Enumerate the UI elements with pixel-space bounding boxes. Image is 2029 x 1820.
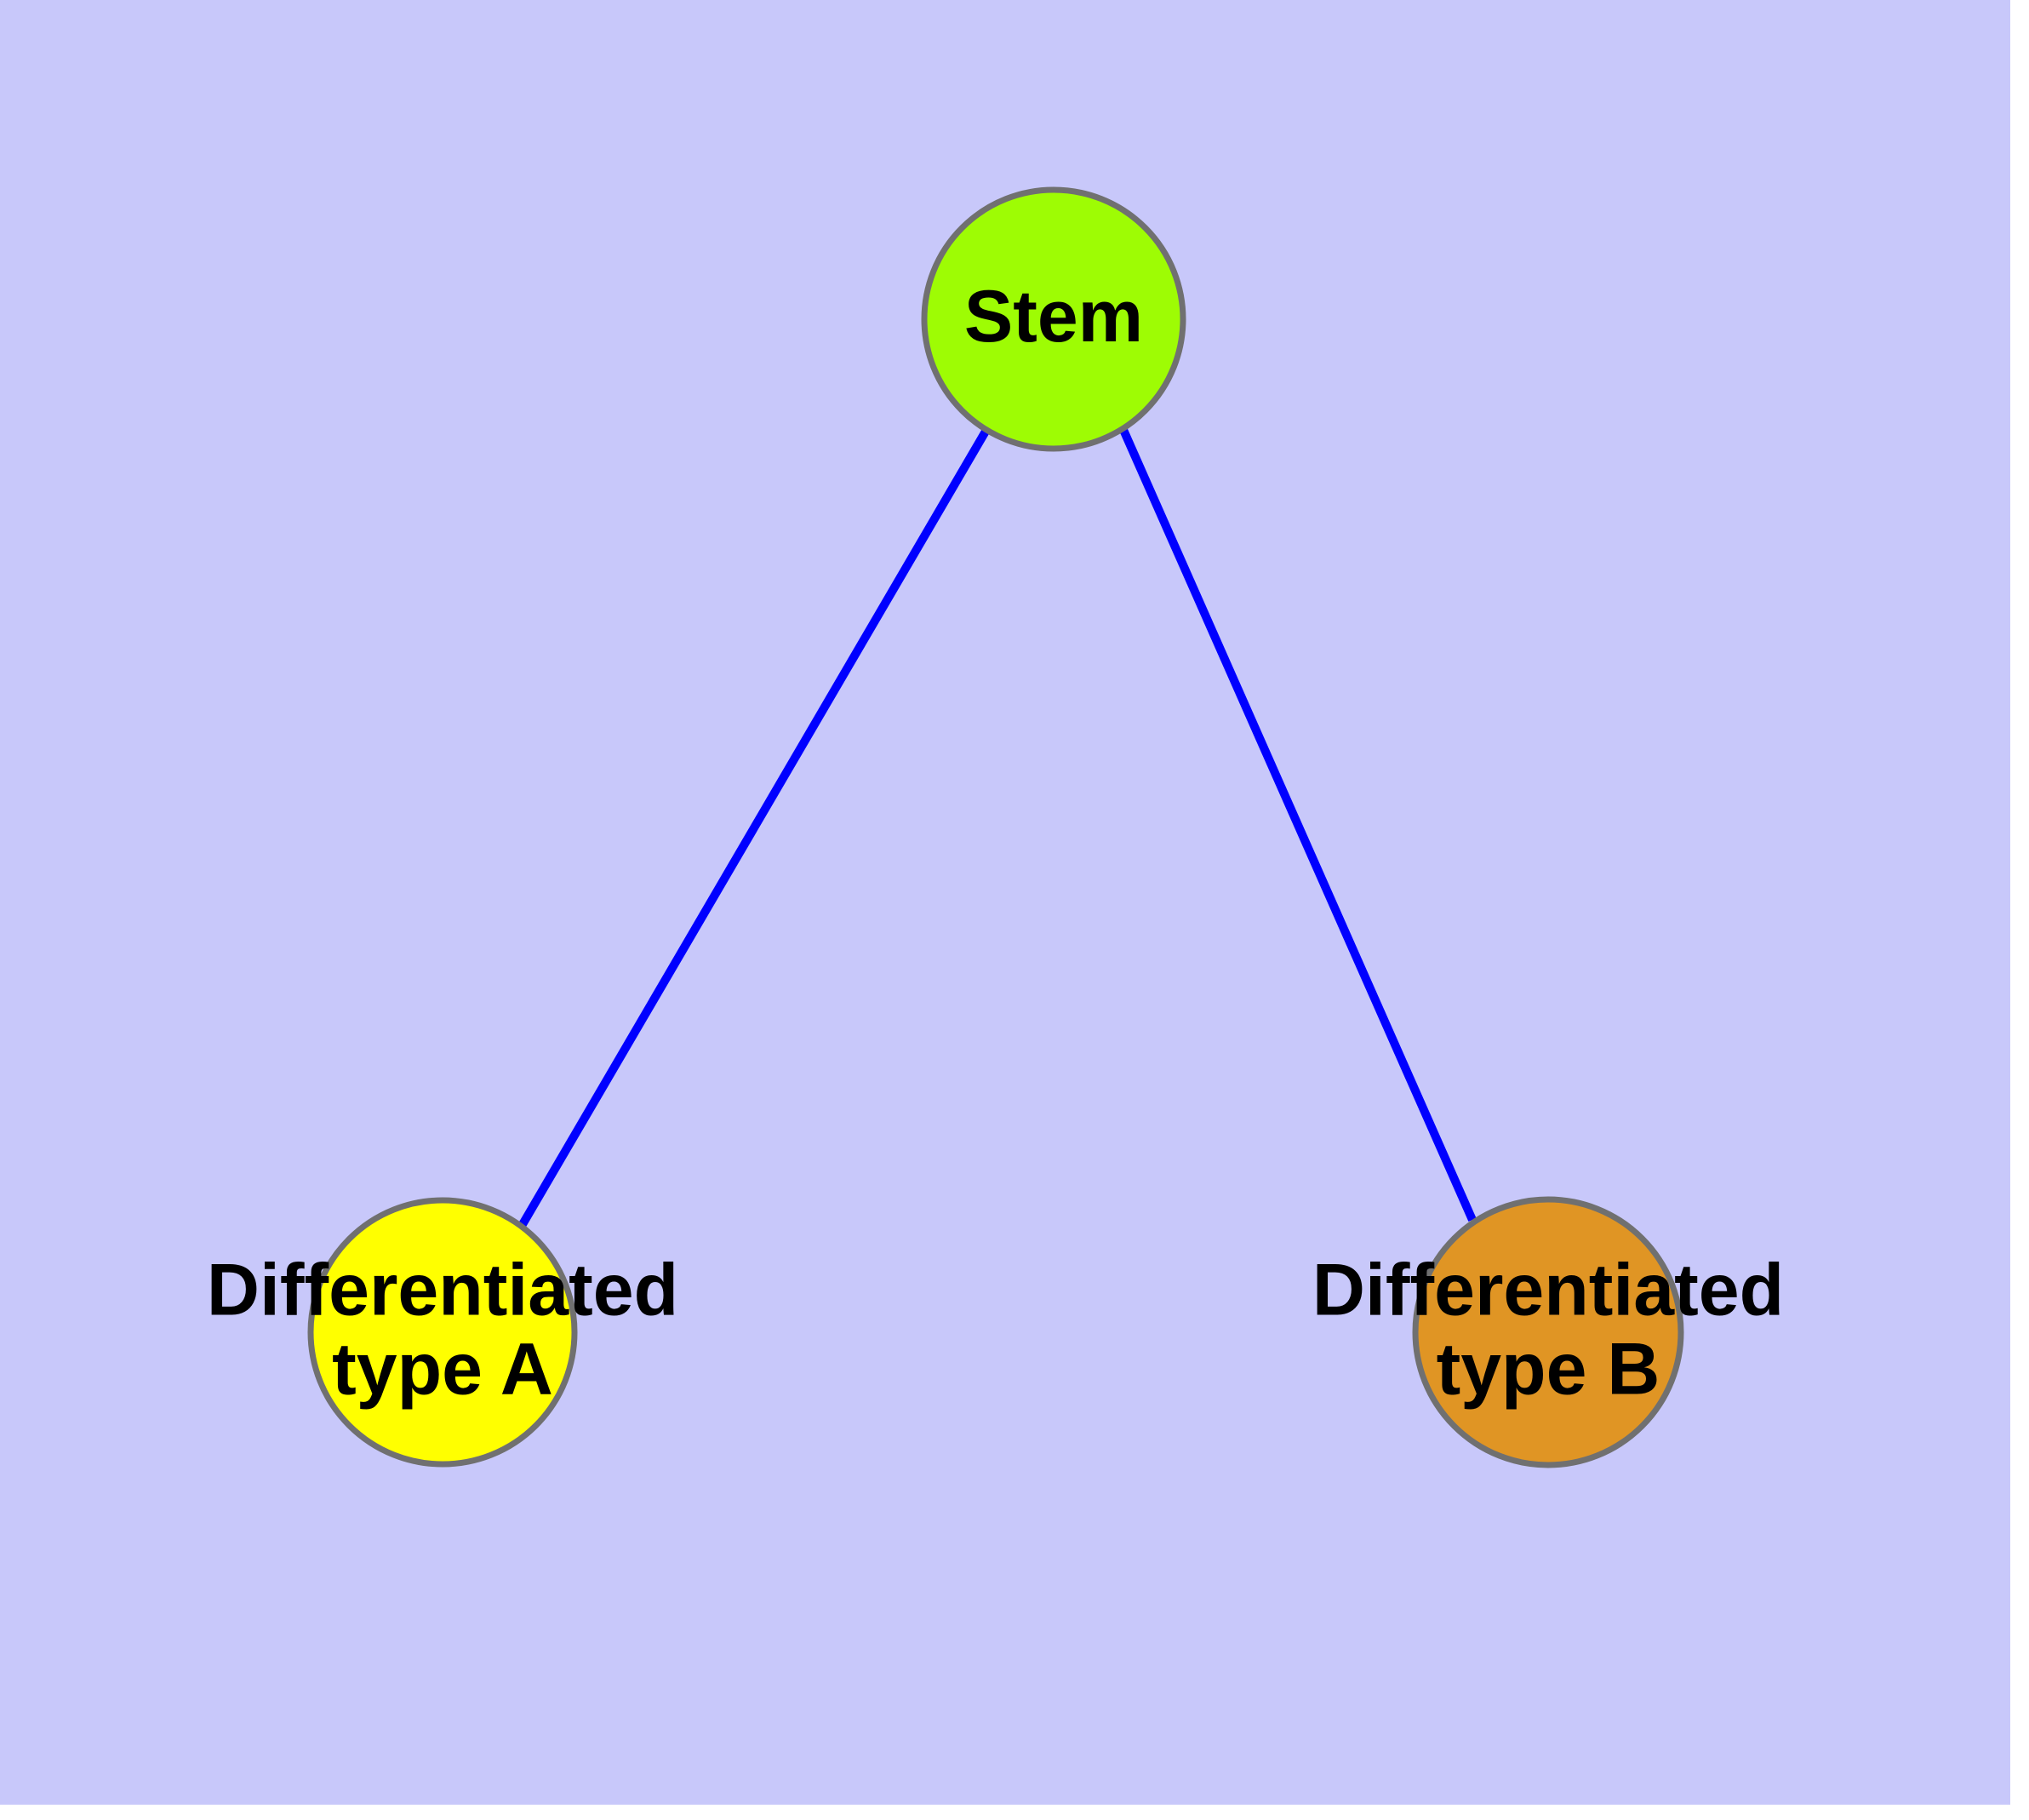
node-label-line: type A bbox=[332, 1328, 553, 1410]
node-stem[interactable] bbox=[921, 186, 1186, 452]
node-label-line: type B bbox=[1437, 1328, 1660, 1410]
node-diff_a[interactable] bbox=[307, 1197, 578, 1468]
edges-layer bbox=[517, 427, 1477, 1228]
node-label-line: Differentiated bbox=[1312, 1250, 1784, 1331]
node-label-stem: Stem bbox=[964, 276, 1143, 358]
nodes-layer bbox=[307, 186, 1684, 1468]
node-label-line: Differentiated bbox=[207, 1250, 678, 1331]
node-label-line: Stem bbox=[964, 276, 1143, 358]
edge-stem-diff-a bbox=[517, 427, 991, 1228]
node-diff_b[interactable] bbox=[1412, 1196, 1684, 1468]
edge-stem-diff-b bbox=[1119, 427, 1477, 1222]
